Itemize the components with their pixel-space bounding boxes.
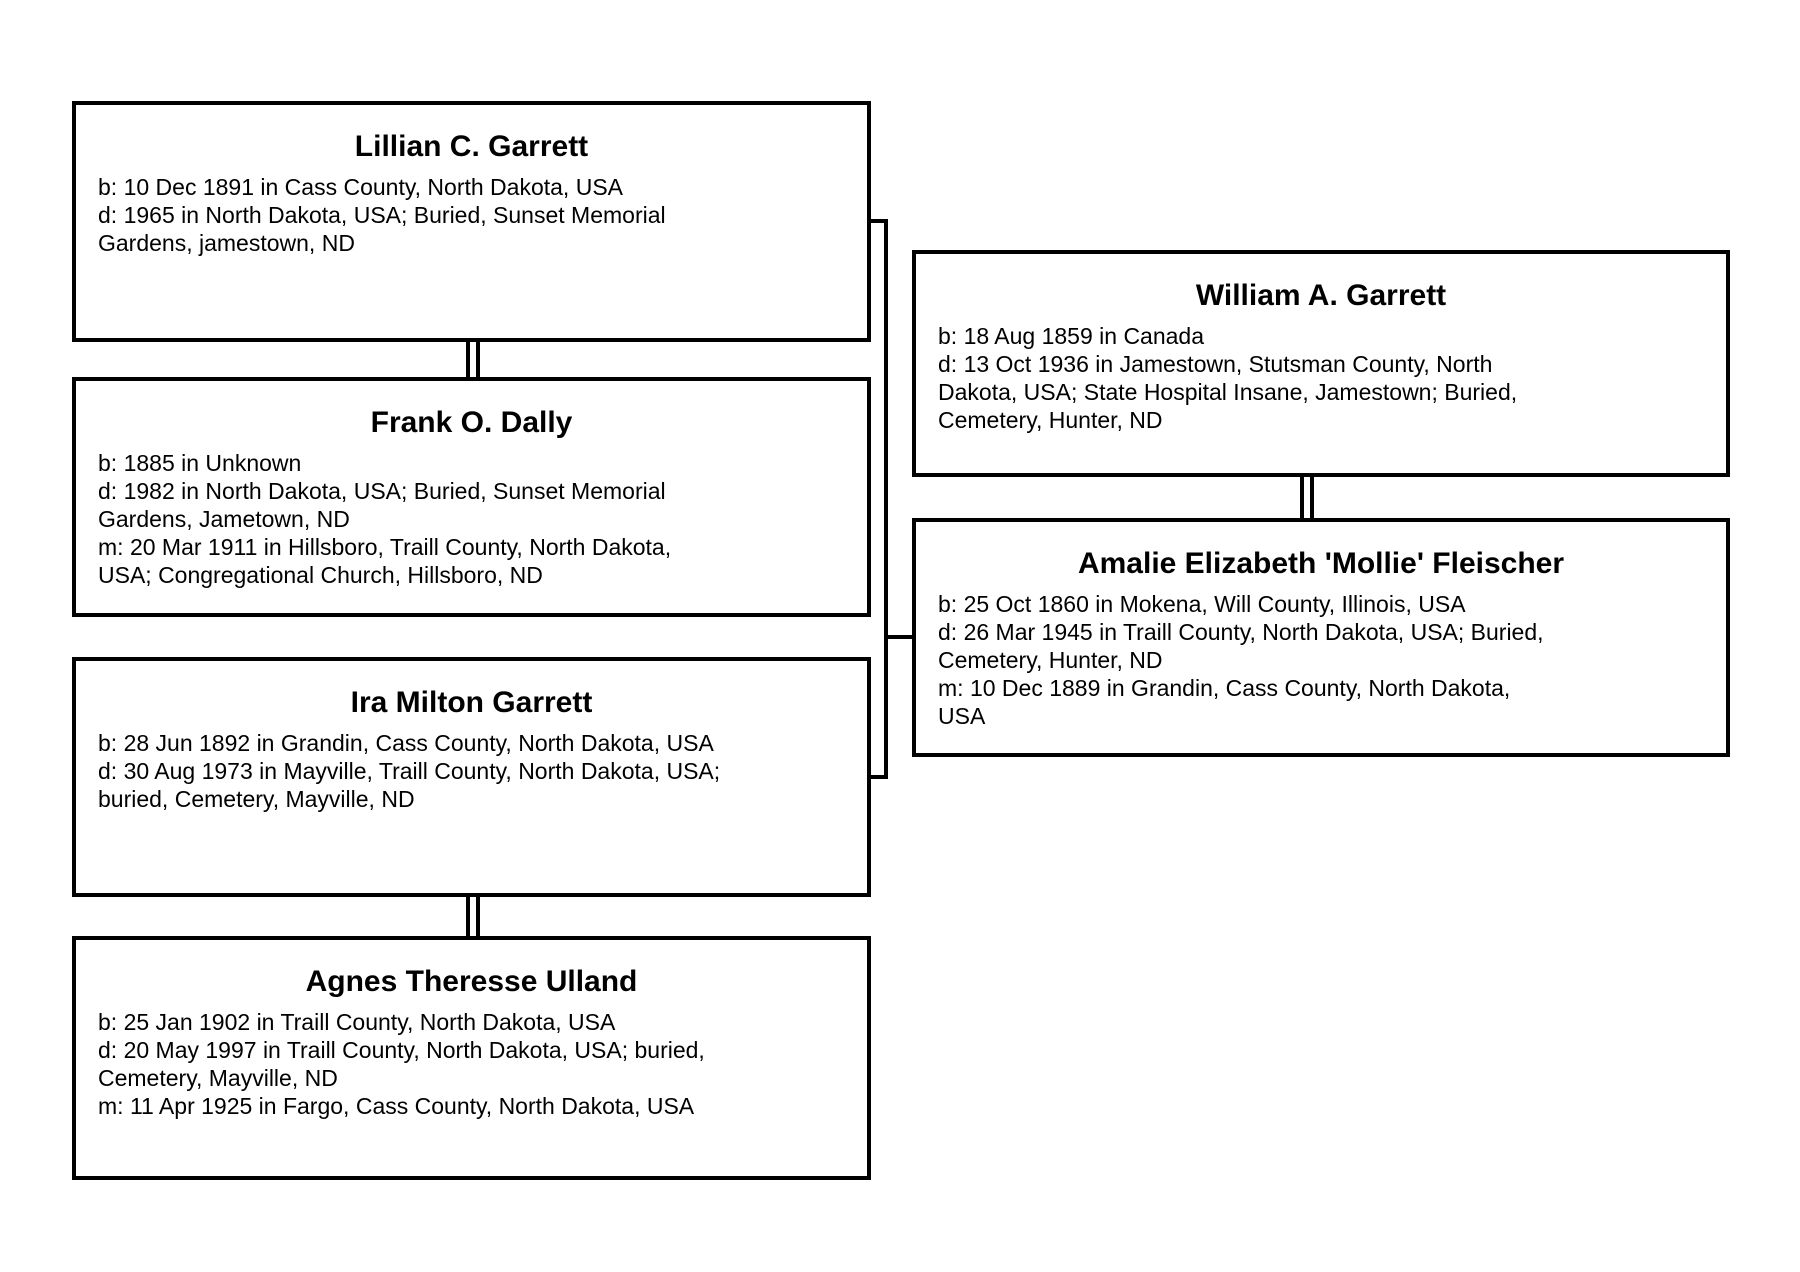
person-box-amalie-fleischer: Amalie Elizabeth 'Mollie' Fleischer b: 2… [912,518,1730,757]
person-detail-line: b: 18 Aug 1859 in Canada [938,323,1205,349]
person-detail-line: Gardens, jamestown, ND [98,230,355,256]
marriage-connector-william-amalie [1310,477,1314,518]
person-box-agnes-theresse-ulland: Agnes Theresse Ulland b: 25 Jan 1902 in … [72,936,871,1180]
child-connector-ira [871,775,888,779]
person-detail-line: Cemetery, Hunter, ND [938,407,1163,433]
person-detail-line: d: 30 Aug 1973 in Mayville, Traill Count… [98,758,721,784]
person-detail-line: b: 25 Jan 1902 in Traill County, North D… [98,1009,616,1035]
person-detail-line: d: 1965 in North Dakota, USA; Buried, Su… [98,202,666,228]
person-detail-line: b: 25 Oct 1860 in Mokena, Will County, I… [938,591,1466,617]
person-detail-line: Dakota, USA; State Hospital Insane, Jame… [938,379,1518,405]
person-detail-line: Cemetery, Hunter, ND [938,647,1163,673]
person-detail-line: b: 1885 in Unknown [98,450,302,476]
person-box-lillian-c-garrett: Lillian C. Garrett b: 10 Dec 1891 in Cas… [72,101,871,342]
child-connector-lillian [871,219,888,223]
person-detail-line: d: 26 Mar 1945 in Traill County, North D… [938,619,1544,645]
marriage-connector-william-amalie [1300,477,1304,518]
person-name: Amalie Elizabeth 'Mollie' Fleischer [1077,547,1565,580]
marriage-connector-ira-agnes [466,897,470,936]
person-box-ira-milton-garrett: Ira Milton Garrett b: 28 Jun 1892 in Gra… [72,657,871,897]
person-detail-line: b: 10 Dec 1891 in Cass County, North Dak… [98,174,624,200]
family-bracket-line [884,219,888,779]
marriage-connector-lillian-frank [466,342,470,377]
person-name: Frank O. Dally [370,406,573,439]
marriage-connector-lillian-frank [476,342,480,377]
person-detail-line: Gardens, Jametown, ND [98,506,350,532]
person-detail-line: m: 10 Dec 1889 in Grandin, Cass County, … [938,675,1511,701]
person-details: b: 28 Jun 1892 in Grandin, Cass County, … [76,729,867,813]
person-details: b: 10 Dec 1891 in Cass County, North Dak… [76,173,867,257]
person-detail-line: d: 1982 in North Dakota, USA; Buried, Su… [98,478,666,504]
person-details: b: 25 Jan 1902 in Traill County, North D… [76,1008,867,1120]
person-detail-line: Cemetery, Mayville, ND [98,1065,338,1091]
person-detail-line: USA [938,703,986,729]
person-detail-line: d: 13 Oct 1936 in Jamestown, Stutsman Co… [938,351,1493,377]
person-name: Ira Milton Garrett [350,686,593,719]
person-box-william-a-garrett: William A. Garrett b: 18 Aug 1859 in Can… [912,250,1730,477]
person-name: Lillian C. Garrett [354,130,589,163]
person-detail-line: m: 20 Mar 1911 in Hillsboro, Traill Coun… [98,534,672,560]
person-details: b: 25 Oct 1860 in Mokena, Will County, I… [916,590,1726,730]
person-detail-line: b: 28 Jun 1892 in Grandin, Cass County, … [98,730,714,756]
person-detail-line: d: 20 May 1997 in Traill County, North D… [98,1037,705,1063]
person-detail-line: buried, Cemetery, Mayville, ND [98,786,415,812]
person-detail-line: m: 11 Apr 1925 in Fargo, Cass County, No… [98,1093,695,1119]
parent-couple-connector [884,635,912,639]
person-name: William A. Garrett [1195,279,1447,312]
marriage-connector-ira-agnes [476,897,480,936]
person-name: Agnes Theresse Ulland [305,965,638,998]
person-detail-line: USA; Congregational Church, Hillsboro, N… [98,562,543,588]
